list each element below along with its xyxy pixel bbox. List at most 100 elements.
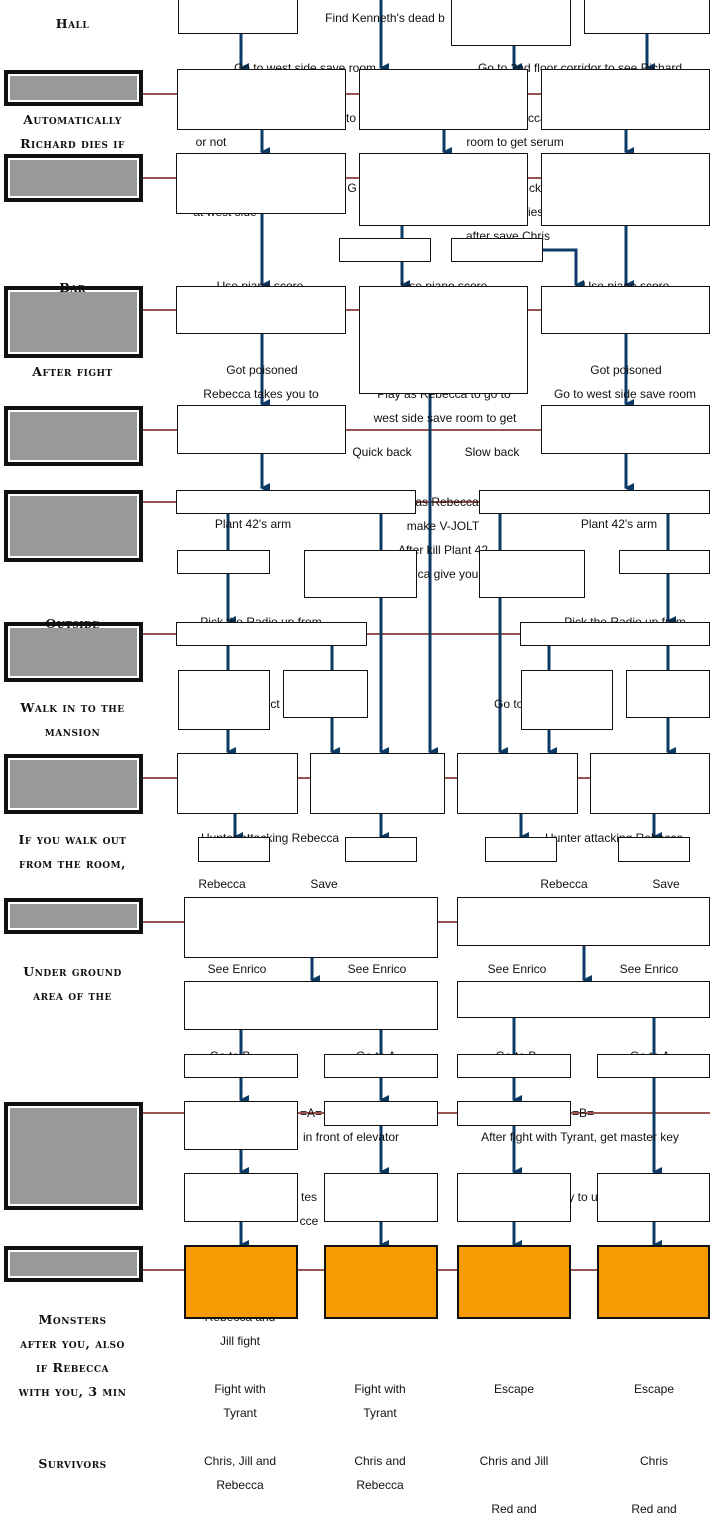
node-text: =A= <box>299 1106 323 1120</box>
flow-node <box>176 286 346 334</box>
node-text: ies <box>528 205 544 219</box>
flow-node <box>359 286 528 394</box>
row-marker <box>4 754 143 814</box>
flow-node <box>619 550 710 574</box>
flow-node <box>178 670 270 730</box>
flow-node <box>184 1173 298 1222</box>
side-label: Walk in to the <box>20 700 125 715</box>
side-label: Outside <box>45 616 100 631</box>
flow-node <box>177 753 298 814</box>
flow-node <box>184 1054 298 1078</box>
flow-node <box>597 1173 710 1222</box>
flow-node <box>457 1101 571 1126</box>
node-text: After fight with Tyrant, get master key <box>481 1130 679 1144</box>
node-text: Quick back <box>352 445 412 459</box>
node-text: Rebecca takes you to <box>203 387 319 401</box>
side-label: area of the <box>33 988 112 1003</box>
flow-node <box>457 981 710 1018</box>
flow-node <box>520 622 710 646</box>
node-text: Save <box>310 877 338 891</box>
side-label: from the room, <box>19 856 126 871</box>
node-text: Escape <box>493 1382 535 1396</box>
survivor-text: Rebecca <box>356 1478 404 1492</box>
node-text: west side save room to get <box>373 411 517 425</box>
node-text: Got poisoned <box>226 363 298 377</box>
node-text: Go to <box>494 697 524 711</box>
flow-node <box>479 490 710 514</box>
row-marker <box>4 286 143 358</box>
flow-node <box>584 0 710 34</box>
flow-node <box>310 753 445 814</box>
node-text: Plant 42's arm <box>214 517 292 531</box>
side-label: with you, 3 min <box>18 1384 127 1399</box>
flow-node <box>541 405 710 454</box>
node-text: ca give you <box>417 567 479 581</box>
flow-node <box>176 490 416 514</box>
node-text: Escape <box>633 1382 675 1396</box>
node-text: Fight with <box>354 1382 406 1396</box>
side-label: Survivors <box>38 1456 107 1471</box>
flow-node <box>345 837 417 862</box>
flow-node <box>184 1101 298 1150</box>
flow-node <box>359 153 528 226</box>
row-marker <box>4 622 143 682</box>
side-label: mansion <box>44 724 101 739</box>
flow-node <box>457 753 578 814</box>
ending-node <box>184 1245 298 1319</box>
row-marker <box>4 898 143 934</box>
flow-node <box>541 69 710 130</box>
flow-node <box>541 153 710 226</box>
flow-node <box>479 550 585 598</box>
node-text: ct <box>270 697 280 711</box>
node-text: See Enrico <box>347 962 407 976</box>
node-text: tes <box>300 1190 317 1204</box>
survivor-text: Red and <box>491 1502 537 1516</box>
flow-node <box>177 550 270 574</box>
side-label: Automatically <box>23 112 122 127</box>
node-text: Save <box>652 877 680 891</box>
survivor-text: Chris <box>639 1454 668 1468</box>
node-text: room to get serum <box>466 135 564 149</box>
flow-node <box>626 670 710 718</box>
flow-node <box>485 837 557 862</box>
node-text: Rebecca <box>198 877 246 891</box>
node-text: Go to west side save room <box>553 387 697 401</box>
node-text: cce <box>299 1214 319 1228</box>
flow-node <box>283 670 368 718</box>
node-text: See Enrico <box>207 962 267 976</box>
flow-node <box>178 0 298 34</box>
flow-node <box>597 1054 710 1078</box>
flow-node <box>618 837 690 862</box>
flow-node <box>177 405 346 454</box>
flow-arrow <box>540 248 584 290</box>
flow-node <box>176 153 346 214</box>
node-text: make V-JOLT <box>406 519 480 533</box>
node-text: Fight with <box>214 1382 266 1396</box>
side-label: after you, also <box>20 1336 125 1351</box>
flow-node <box>184 981 438 1030</box>
ending-node <box>324 1245 438 1319</box>
flow-node <box>198 837 270 862</box>
node-text: Rebecca <box>540 877 588 891</box>
row-marker <box>4 406 143 466</box>
flow-node <box>339 238 431 262</box>
row-marker <box>4 1246 143 1282</box>
node-text: G <box>347 181 357 195</box>
node-text: ck <box>529 181 541 195</box>
node-text: Slow back <box>464 445 520 459</box>
ending-node <box>457 1245 571 1319</box>
row-marker <box>4 1102 143 1210</box>
flow-node <box>521 670 613 730</box>
side-label: If you walk out <box>18 832 127 847</box>
node-text: See Enrico <box>619 962 679 976</box>
flow-node <box>451 0 571 46</box>
flow-node <box>359 69 528 130</box>
survivor-text: Chris and Jill <box>479 1454 549 1468</box>
node-text: y to u <box>568 1190 598 1204</box>
flow-node <box>304 550 417 598</box>
survivor-text: Chris, Jill and <box>203 1454 277 1468</box>
flow-node <box>324 1054 438 1078</box>
node-text: Jill fight <box>219 1334 260 1348</box>
node-text: as Rebecca <box>415 495 479 509</box>
survivor-text: Red and <box>631 1502 677 1516</box>
